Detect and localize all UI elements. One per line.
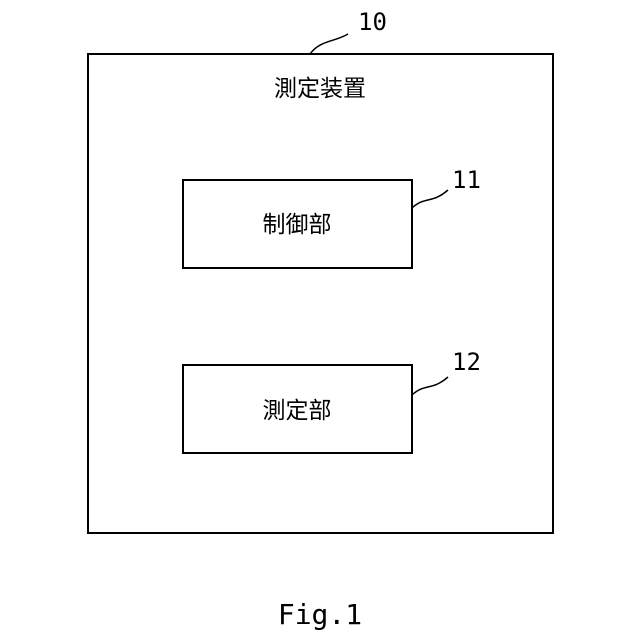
figure-caption: Fig.1 [278, 598, 362, 631]
measurement-unit-ref-numeral: 12 [452, 348, 481, 376]
control-unit-ref-numeral: 11 [452, 166, 481, 194]
outer-ref-leader [310, 34, 348, 54]
outer-device-label: 測定装置 [274, 76, 366, 102]
outer-ref-numeral: 10 [358, 8, 387, 36]
outer-device-box [88, 54, 553, 533]
control-unit-label: 制御部 [263, 212, 332, 238]
measurement-unit-label: 測定部 [263, 398, 332, 424]
